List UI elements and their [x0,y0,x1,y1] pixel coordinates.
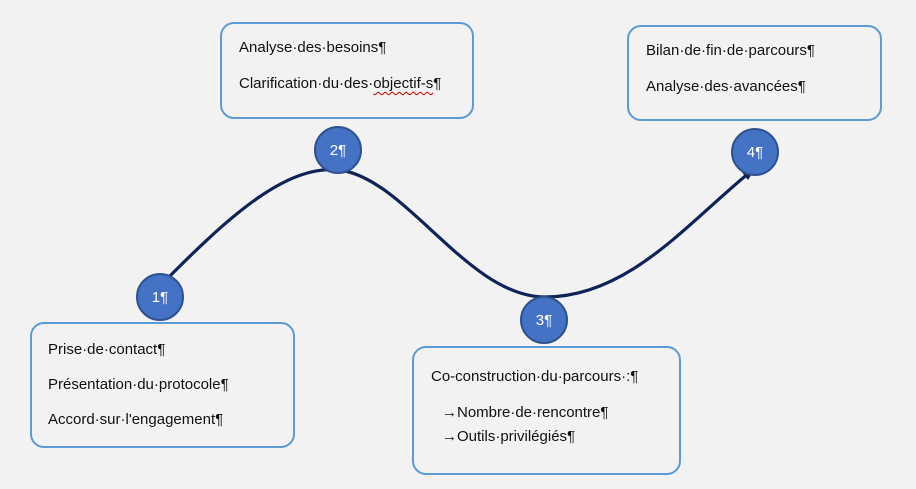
step-2-line-1: Analyse·des·besoins¶ [239,39,387,56]
step-2-line-2-suffix: ¶ [433,75,442,92]
step-2-box: Analyse·des·besoins¶ Clarification·du·de… [220,22,474,119]
step-1-node: 1¶ [136,273,184,321]
step-3-title: Co-construction·du·parcours·:¶ [431,368,639,385]
step-3-number: 3¶ [535,311,553,329]
step-1-line-1: Prise·de·contact¶ [48,341,166,358]
step-4-line-2: Analyse·des·avancées¶ [646,78,806,95]
step-3-node: 3¶ [520,296,568,344]
step-3-bullet-2: →Outils·privilégiés¶ [442,428,576,445]
step-1-number: 1¶ [151,288,169,306]
step-4-box: Bilan·de·fin·de·parcours¶ Analyse·des·av… [627,25,882,121]
step-4-line-1: Bilan·de·fin·de·parcours¶ [646,42,815,59]
spelling-error-word: objectif-s [373,75,434,92]
step-4-node: 4¶ [731,128,779,176]
step-2-number: 2¶ [329,141,347,159]
journey-curve-path [158,166,757,299]
step-2-line-2: Clarification·du·des·objectif-s¶ [239,75,441,92]
step-2-line-2-prefix: Clarification·du·des· [239,75,374,92]
step-3-bullet-1: →Nombre·de·rencontre¶ [442,404,609,421]
step-3-box: Co-construction·du·parcours·:¶ →Nombre·d… [412,346,681,475]
step-1-line-2: Présentation·du·protocole¶ [48,376,229,393]
step-1-line-3: Accord·sur·l'engagement¶ [48,411,224,428]
step-1-box: Prise·de·contact¶ Présentation·du·protoc… [30,322,295,448]
step-2-node: 2¶ [314,126,362,174]
step-4-number: 4¶ [746,143,764,161]
